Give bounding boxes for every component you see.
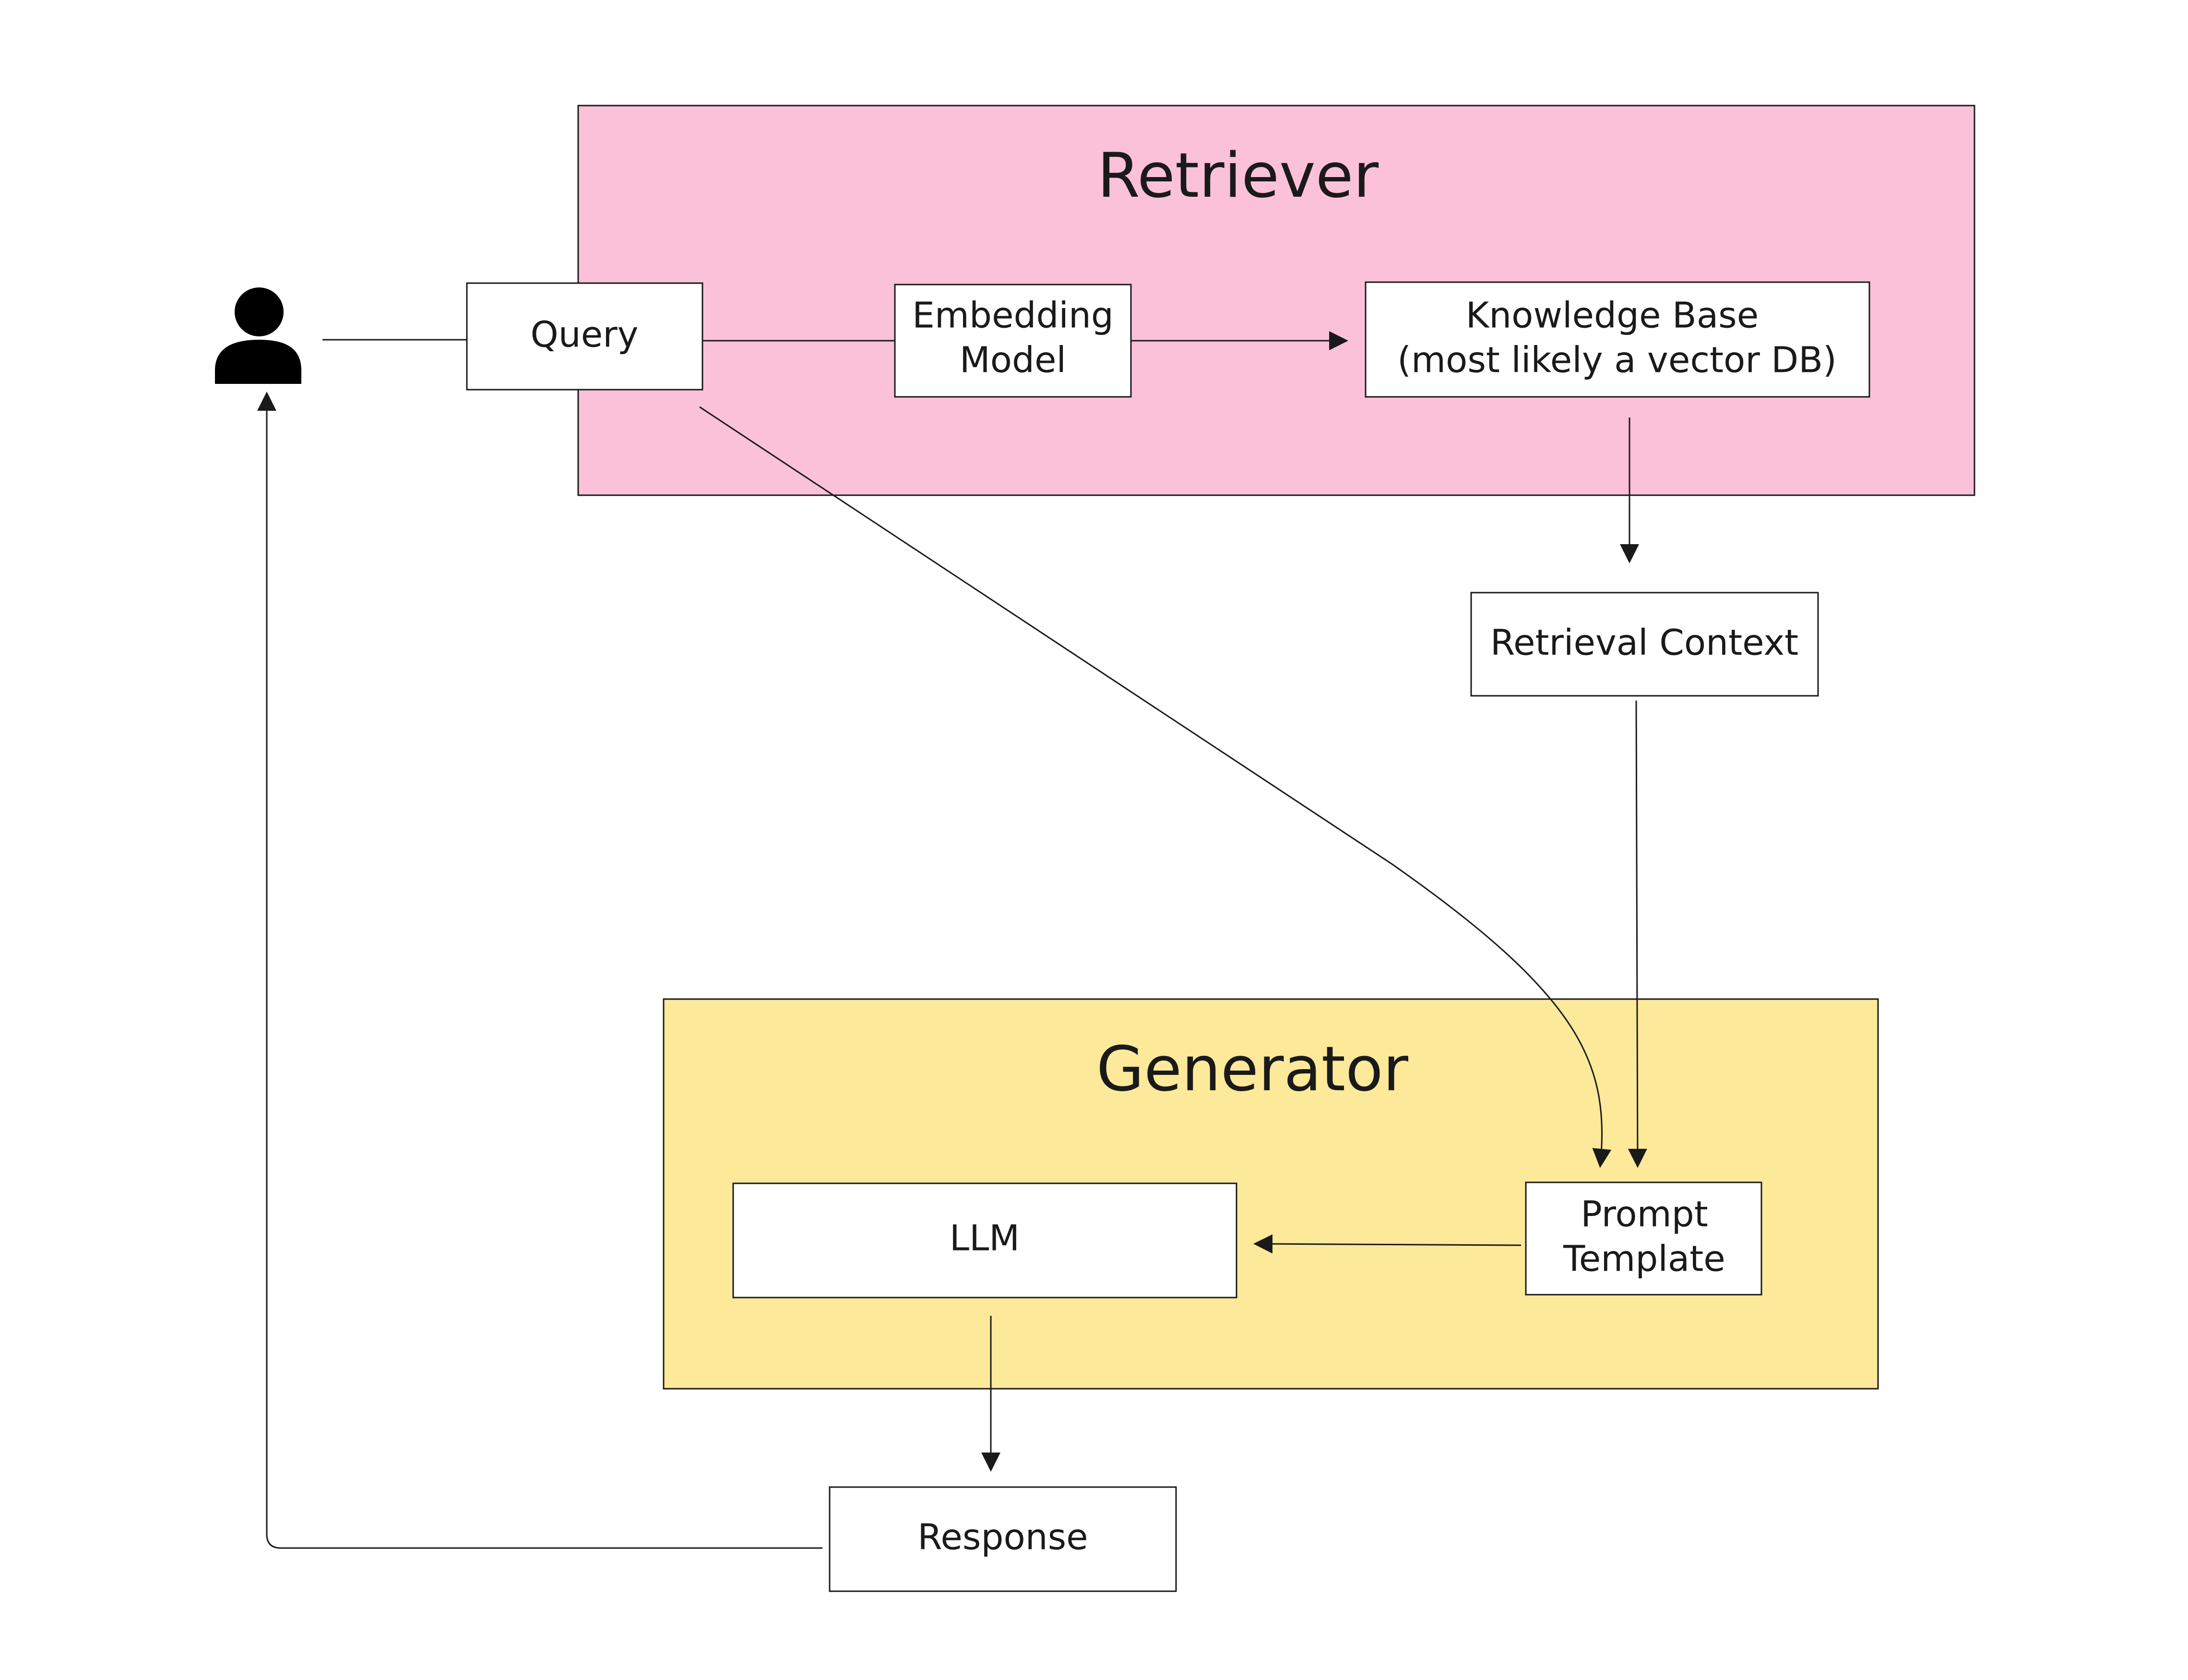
query-box	[466, 282, 703, 391]
query-label: Query	[531, 314, 639, 356]
llm-label: LLM	[950, 1218, 1020, 1259]
retrieval-context-box	[1470, 592, 1819, 697]
edges	[257, 331, 1647, 1549]
prompt-template-node[interactable]: Prompt Template	[1525, 1181, 1762, 1296]
response-box	[829, 1486, 1177, 1592]
embedding-model-label-line2: Model	[960, 340, 1066, 381]
retrieval-context-node[interactable]: Retrieval Context	[1470, 592, 1819, 697]
edge-response-user	[257, 392, 822, 1549]
generator-group-title: Generator	[1096, 1034, 1408, 1105]
query-node[interactable]: Query	[466, 282, 703, 391]
edge-query-prompt-template	[699, 406, 1612, 1168]
llm-box	[732, 1182, 1237, 1299]
embedding-model-node[interactable]: Embedding Model	[894, 284, 1132, 398]
embedding-model-box	[894, 284, 1132, 398]
prompt-template-box	[1525, 1181, 1762, 1296]
retriever-group-title: Retriever	[1097, 140, 1379, 212]
prompt-template-label-line1: Prompt	[1581, 1194, 1708, 1235]
llm-node[interactable]: LLM	[732, 1182, 1237, 1299]
user-icon	[215, 287, 301, 384]
embedding-model-label-line1: Embedding	[912, 295, 1114, 336]
response-node[interactable]: Response	[829, 1486, 1177, 1592]
edge-prompt-template-llm	[1253, 1234, 1522, 1254]
knowledge-base-box	[1365, 281, 1870, 398]
prompt-template-label-line2: Template	[1563, 1239, 1725, 1280]
response-label: Response	[917, 1517, 1088, 1558]
knowledge-base-label-line2: (most likely a vector DB)	[1397, 340, 1837, 381]
edge-retrieval-context-prompt-template	[1628, 700, 1647, 1168]
retrieval-context-label: Retrieval Context	[1490, 622, 1798, 664]
knowledge-base-label-line1: Knowledge Base	[1466, 295, 1759, 336]
knowledge-base-node[interactable]: Knowledge Base (most likely a vector DB)	[1365, 281, 1870, 398]
